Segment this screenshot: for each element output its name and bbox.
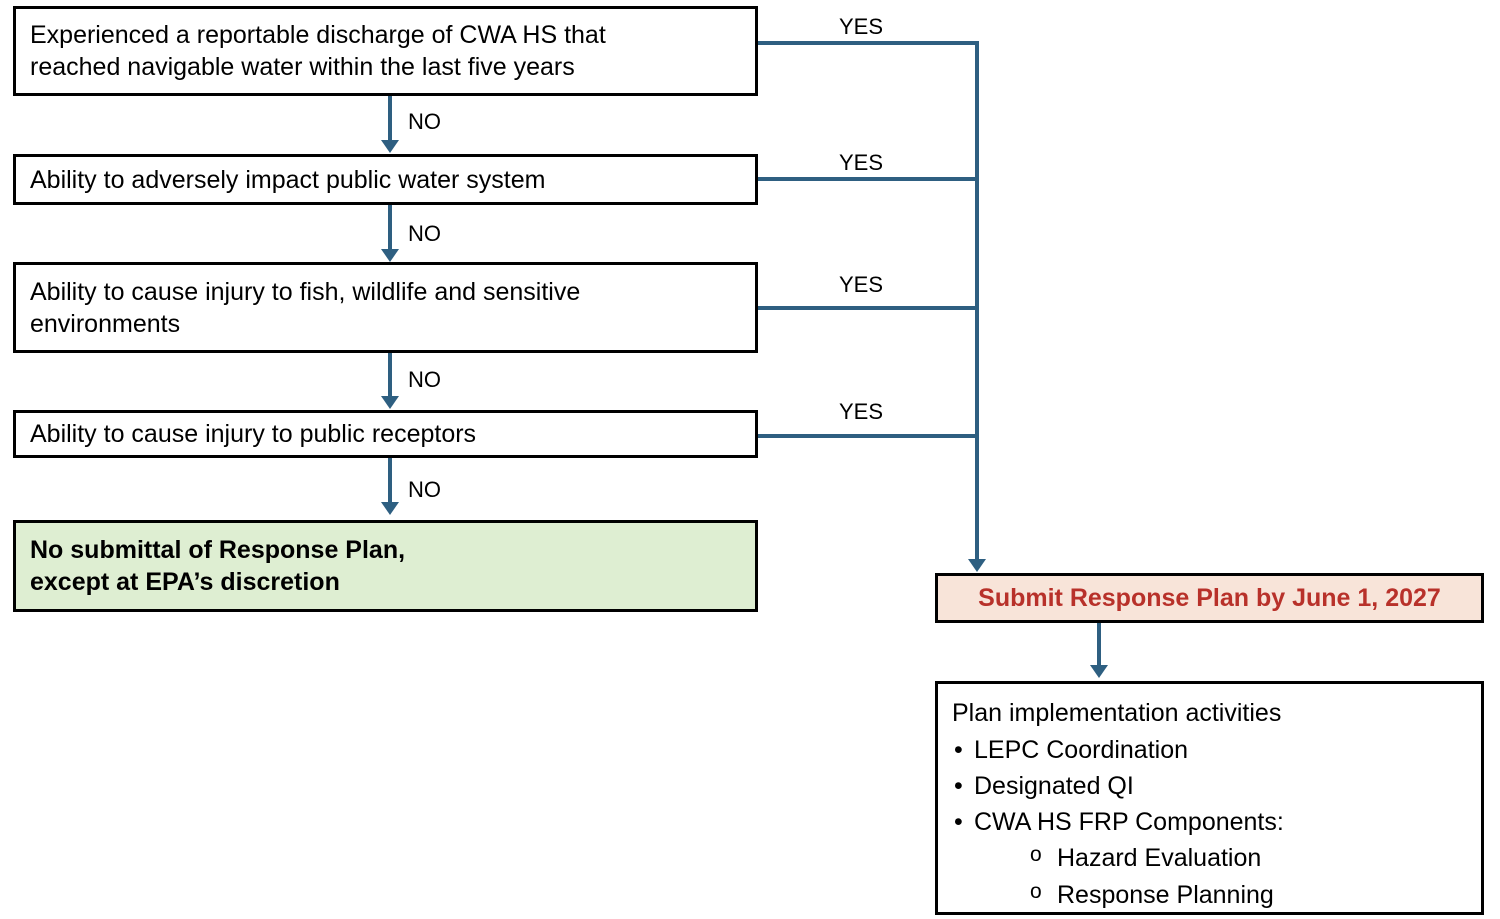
list-item-label: Hazard Evaluation (1057, 844, 1262, 873)
connector-no-2 (388, 205, 392, 250)
outcome-box-submit-response-plan-label: Submit Response Plan by June 1, 2027 (978, 584, 1441, 612)
decision-box-fish-wildlife[interactable]: Ability to cause injury to fish, wildlif… (13, 262, 758, 353)
list-item: • CWA HS FRP Components: (952, 804, 1467, 840)
connector-no-1 (388, 96, 392, 142)
outcome-box-no-submittal-label: No submittal of Response Plan, except at… (30, 536, 406, 596)
decision-box-public-receptors-label: Ability to cause injury to public recept… (30, 420, 477, 448)
decision-box-reportable-discharge[interactable]: Experienced a reportable discharge of CW… (13, 6, 758, 96)
decision-box-public-water-system-label: Ability to adversely impact public water… (30, 165, 546, 194)
circle-bullet-icon: o (1030, 879, 1042, 903)
list-item: o Hazard Evaluation (952, 840, 1467, 876)
connector-yes-1 (758, 41, 979, 45)
list-item-label: LEPC Coordination (974, 735, 1189, 764)
circle-bullet-icon: o (1030, 843, 1042, 867)
outcome-box-no-submittal[interactable]: No submittal of Response Plan, except at… (13, 520, 758, 612)
list-item-label: CWA HS FRP Components: (974, 808, 1284, 836)
decision-box-reportable-discharge-label: Experienced a reportable discharge of CW… (30, 21, 606, 81)
connector-no-3 (388, 353, 392, 397)
edge-label-yes-1: YES (839, 14, 884, 39)
implementation-activities-list: • LEPC Coordination • Designated QI • CW… (952, 732, 1467, 913)
edge-label-yes-2: YES (839, 150, 884, 175)
arrowhead-submit-to-implementation (1090, 665, 1108, 678)
bullet-icon: • (954, 735, 963, 764)
list-item: • LEPC Coordination (952, 732, 1467, 768)
bullet-icon: • (954, 771, 963, 800)
edge-label-no-2: NO (408, 221, 441, 246)
list-item-label: Designated QI (974, 771, 1134, 800)
outcome-box-submit-response-plan[interactable]: Submit Response Plan by June 1, 2027 (935, 573, 1484, 623)
list-item: • Designated QI (952, 768, 1467, 804)
list-item: o Response Planning (952, 877, 1467, 913)
arrowhead-no-4 (381, 502, 399, 515)
edge-label-no-1: NO (408, 109, 441, 134)
arrowhead-no-1 (381, 140, 399, 153)
decision-box-public-water-system[interactable]: Ability to adversely impact public water… (13, 154, 758, 205)
connector-yes-4 (758, 434, 979, 438)
arrowhead-yes-trunk (968, 559, 986, 572)
connector-no-4 (388, 458, 392, 503)
decision-box-fish-wildlife-label: Ability to cause injury to fish, wildlif… (30, 277, 581, 338)
list-item-label: Response Planning (1057, 880, 1274, 909)
connector-yes-trunk (975, 41, 979, 561)
edge-label-yes-3: YES (839, 272, 884, 297)
connector-yes-3 (758, 306, 979, 310)
edge-label-no-3: NO (408, 367, 441, 392)
edge-label-yes-4: YES (839, 399, 884, 424)
edge-label-no-4: NO (408, 477, 441, 502)
decision-box-public-receptors[interactable]: Ability to cause injury to public recept… (13, 410, 758, 458)
connector-yes-2 (758, 177, 979, 181)
bullet-icon: • (954, 808, 963, 836)
implementation-activities-heading: Plan implementation activities (952, 699, 1282, 727)
connector-submit-to-implementation (1097, 623, 1101, 666)
arrowhead-no-3 (381, 396, 399, 409)
implementation-activities-box[interactable]: Plan implementation activities • LEPC Co… (935, 681, 1484, 915)
arrowhead-no-2 (381, 249, 399, 262)
